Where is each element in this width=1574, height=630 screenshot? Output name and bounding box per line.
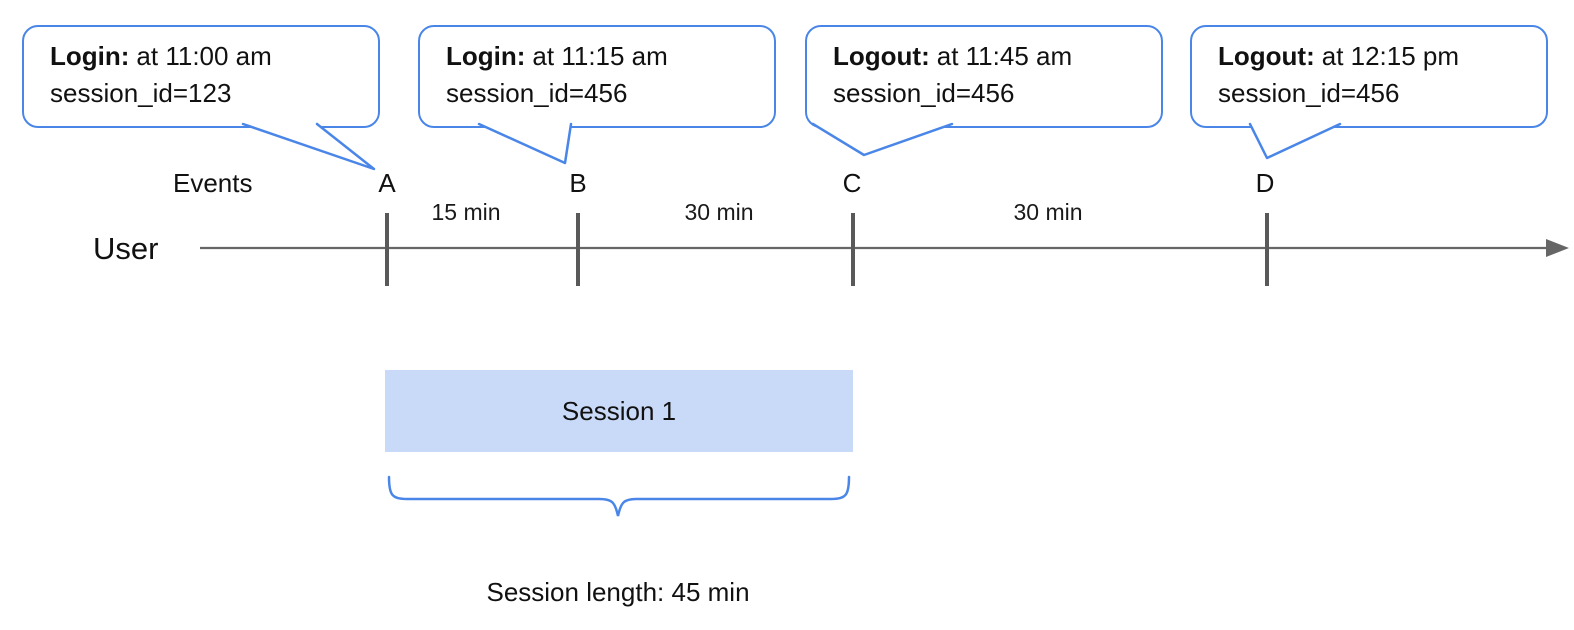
event-time-label: at 11:45 am — [936, 41, 1073, 71]
event-marker-a: A — [378, 168, 396, 198]
callout-line-1: Login:at 11:15 am — [446, 38, 766, 75]
callout-session-id: session_id=456 — [833, 78, 1015, 108]
event-marker-c: C — [842, 168, 862, 198]
callout-session-id: session_id=456 — [446, 78, 628, 108]
callout-line-1: Logout:at 12:15 pm — [1218, 38, 1538, 75]
session-length-label: Session length: 45 min — [486, 577, 750, 607]
event-marker-b: B — [569, 168, 587, 198]
callout-session-id: session_id=123 — [50, 78, 232, 108]
session-brace — [387, 475, 851, 517]
callout-session-id: session_id=456 — [1218, 78, 1400, 108]
callout-tail-a — [241, 122, 376, 171]
callout-logout-c: Logout:at 11:45 am session_id=456 — [805, 25, 1163, 128]
interval-label-ab: 15 min — [431, 199, 501, 225]
event-time-label: at 11:15 am — [532, 41, 668, 71]
event-type-label: Login: — [446, 41, 526, 71]
events-axis-label: Events — [173, 168, 253, 198]
session-box-label: Session 1 — [561, 395, 677, 426]
callout-login-b: Login:at 11:15 am session_id=456 — [418, 25, 776, 128]
event-type-label: Login: — [50, 41, 130, 71]
callout-tail-b — [477, 122, 573, 165]
interval-label-bc: 30 min — [684, 199, 754, 225]
event-time-label: at 11:00 am — [136, 41, 272, 71]
callout-line-1: Logout:at 11:45 am — [833, 38, 1153, 75]
session-box: Session 1 — [385, 370, 853, 452]
callout-tail-c — [811, 122, 954, 157]
interval-label-cd: 30 min — [1013, 199, 1083, 225]
callout-tail-d — [1248, 122, 1342, 160]
event-time-label: at 12:15 pm — [1321, 41, 1460, 71]
user-axis-label: User — [93, 231, 159, 266]
callout-login-a: Login:at 11:00 am session_id=123 — [22, 25, 380, 128]
event-type-label: Logout: — [833, 41, 930, 71]
event-marker-d: D — [1255, 168, 1275, 198]
callout-logout-d: Logout:at 12:15 pm session_id=456 — [1190, 25, 1548, 128]
event-type-label: Logout: — [1218, 41, 1315, 71]
callout-line-1: Login:at 11:00 am — [50, 38, 370, 75]
timeline-arrowhead-icon — [1546, 239, 1569, 257]
